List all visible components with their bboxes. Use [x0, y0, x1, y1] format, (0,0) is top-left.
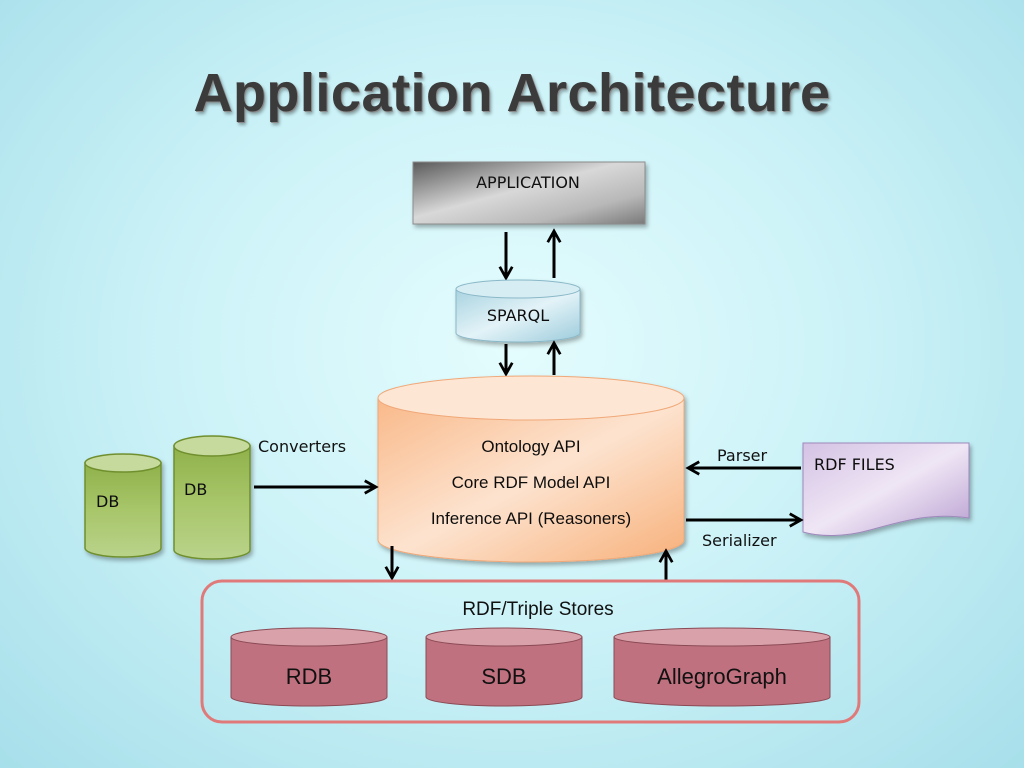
rdf-files-document: RDF FILES: [802, 442, 970, 537]
sparql-label: SPARQL: [487, 306, 549, 325]
sparql-cylinder: SPARQL: [455, 279, 581, 343]
db-label: DB: [96, 492, 119, 511]
rdf-files-label: RDF FILES: [814, 455, 895, 474]
store-label: SDB: [481, 664, 526, 689]
slide-title: Application Architecture: [193, 63, 831, 123]
core-api-cylinder: Ontology API Core RDF Model API Inferenc…: [377, 375, 685, 563]
triple-stores-title: RDF/Triple Stores: [462, 599, 613, 620]
db-cylinder-2: DB: [173, 435, 251, 560]
parser-label: Parser: [717, 446, 767, 465]
store-cylinder-rdb: RDB: [230, 627, 388, 707]
application-box: APPLICATION: [412, 161, 646, 225]
store-cylinder-sdb: SDB: [425, 627, 583, 707]
application-label: APPLICATION: [476, 173, 580, 192]
db-cylinder-1: DB: [84, 453, 162, 558]
triple-stores-container: RDF/Triple Stores: [200, 579, 861, 724]
core-line-core-rdf-model-api: Core RDF Model API: [452, 473, 611, 492]
serializer-label: Serializer: [702, 531, 777, 550]
core-line-ontology-api: Ontology API: [481, 437, 580, 456]
store-label: AllegroGraph: [657, 664, 787, 689]
converters-label: Converters: [258, 437, 346, 456]
store-label: RDB: [286, 664, 332, 689]
store-cylinder-allegrograph: AllegroGraph: [613, 627, 831, 707]
core-line-inference-api: Inference API (Reasoners): [431, 509, 631, 528]
db-label: DB: [184, 480, 207, 499]
